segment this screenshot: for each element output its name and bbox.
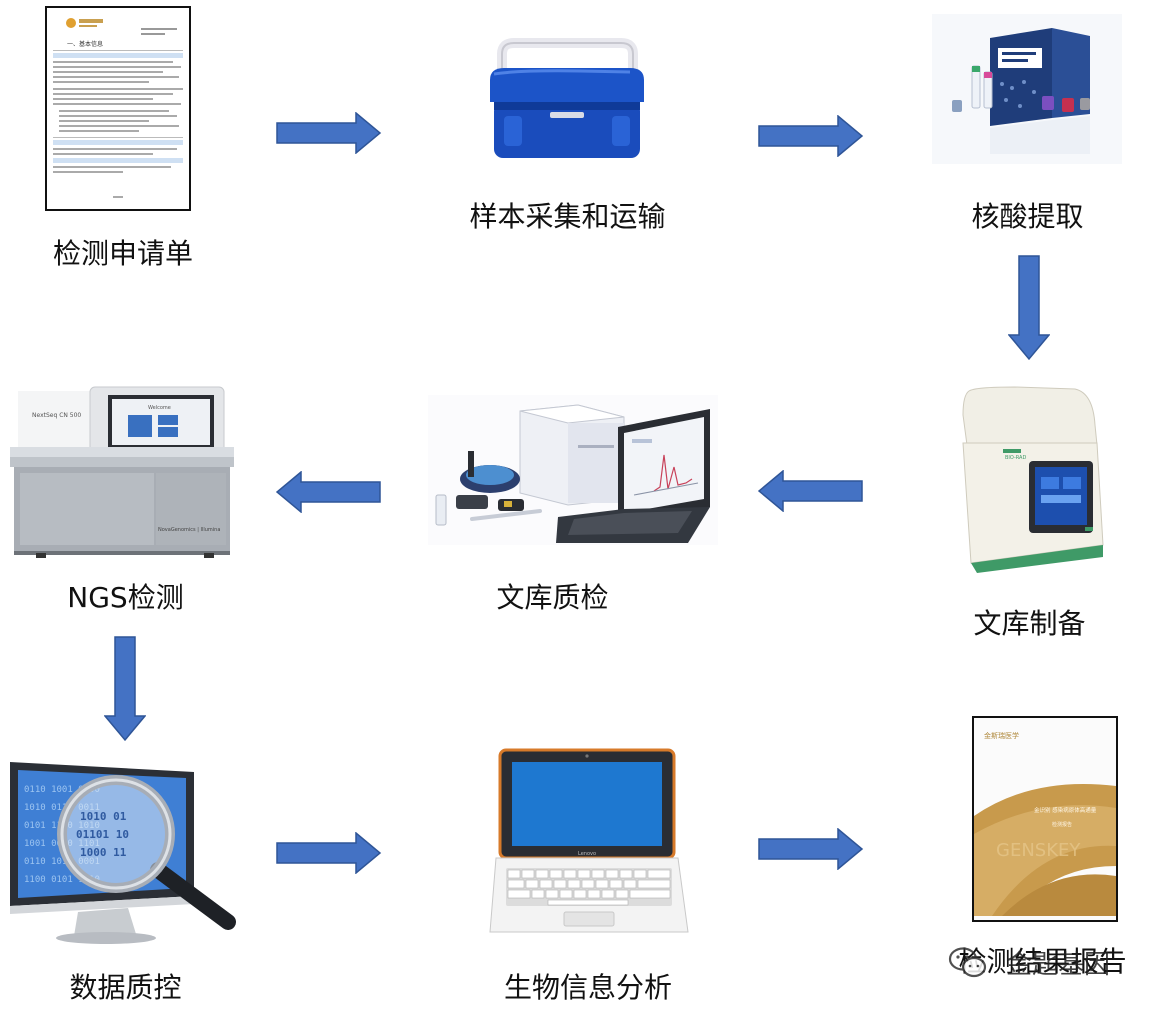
svg-text:01101 10: 01101 10 xyxy=(76,828,129,841)
laptop-brand: Lenovo xyxy=(578,851,596,857)
step-sample-collection xyxy=(480,38,655,163)
arrow-right-2 xyxy=(758,115,864,157)
lab-qc-instruments-icon xyxy=(428,395,718,545)
step-label-application-form: 检测申请单 xyxy=(52,237,193,270)
svg-text:0110 1001 0100: 0110 1001 0100 xyxy=(24,785,100,795)
step-label-ngs: NGS检测 xyxy=(67,581,184,614)
step-bioinformatics: Lenovo xyxy=(488,748,690,940)
report-cover-icon: 金斯瑞医学 金识别 感染病原体高通量 检测报告 GENSKEY xyxy=(972,716,1118,922)
sequencer-screen-title: Welcome xyxy=(148,405,171,411)
arrow-right-7 xyxy=(276,832,382,874)
svg-text:1010 01: 1010 01 xyxy=(80,810,127,823)
watermark-text: 金匙基因 xyxy=(1006,950,1111,980)
arrow-down-6 xyxy=(104,636,146,742)
svg-text:1100 0101 1010: 1100 0101 1010 xyxy=(24,875,100,885)
step-ngs: NextSeq CN 500 Welcome NovaGenomics | Il… xyxy=(8,385,238,560)
step-label-data-qc: 数据质控 xyxy=(69,971,182,1004)
step-report: 金斯瑞医学 金识别 感染病原体高通量 检测报告 GENSKEY xyxy=(972,716,1118,922)
magnifier-on-monitor-icon: 0110 1001 0100 1010 0111 0011 0101 1100 … xyxy=(10,762,236,944)
cycler-brand: BIO-RAD xyxy=(1005,455,1026,461)
step-library-prep: BIO-RAD xyxy=(955,385,1105,573)
wechat-icon xyxy=(948,946,987,977)
step-label-report: 检测结果报告 xyxy=(958,945,1127,978)
laptop-icon: Lenovo xyxy=(489,748,689,933)
cooler-box-icon xyxy=(490,38,644,158)
step-data-qc: 0110 1001 0100 1010 0111 0011 0101 1100 … xyxy=(8,758,240,948)
arrow-left-4 xyxy=(758,470,864,512)
report-brand: 金斯瑞医学 xyxy=(984,731,1019,740)
report-title: 金识别 感染病原体高通量 xyxy=(1034,806,1097,814)
step-application-form: 一、基本信息 xyxy=(45,6,191,211)
report-subtitle: 检测报告 xyxy=(1052,821,1072,828)
svg-text:1010 0111 0011: 1010 0111 0011 xyxy=(24,803,100,813)
sequencer-brand: NextSeq CN 500 xyxy=(32,412,81,419)
step-label-bioinformatics: 生物信息分析 xyxy=(503,971,672,1004)
arrow-right-1 xyxy=(276,112,382,154)
svg-text:1000 11: 1000 11 xyxy=(80,846,127,859)
step-label-nucleic-extraction: 核酸提取 xyxy=(971,200,1084,233)
step-label-sample-collection: 样本采集和运输 xyxy=(469,200,666,233)
step-nucleic-extraction xyxy=(932,14,1122,164)
form-document-icon: 一、基本信息 xyxy=(45,6,191,211)
svg-text:NovaGenomics | Illumina: NovaGenomics | Illumina xyxy=(158,527,220,533)
step-label-library-qc: 文库质检 xyxy=(496,581,609,614)
thermal-cycler-icon: BIO-RAD xyxy=(962,386,1104,573)
arrow-down-3 xyxy=(1008,255,1050,361)
form-section-title: 一、基本信息 xyxy=(67,40,103,48)
arrow-right-8 xyxy=(758,828,864,870)
svg-text:0110 1011 0001: 0110 1011 0001 xyxy=(24,857,100,867)
step-label-library-prep: 文库制备 xyxy=(973,607,1086,640)
arrow-left-5 xyxy=(276,471,382,513)
extraction-kit-icon xyxy=(932,14,1122,164)
report-watermark: GENSKEY xyxy=(996,840,1081,861)
wechat-watermark: 金匙基因 xyxy=(948,944,1110,981)
sequencer-icon: NextSeq CN 500 Welcome NovaGenomics | Il… xyxy=(10,386,234,558)
step-library-qc xyxy=(428,395,718,545)
